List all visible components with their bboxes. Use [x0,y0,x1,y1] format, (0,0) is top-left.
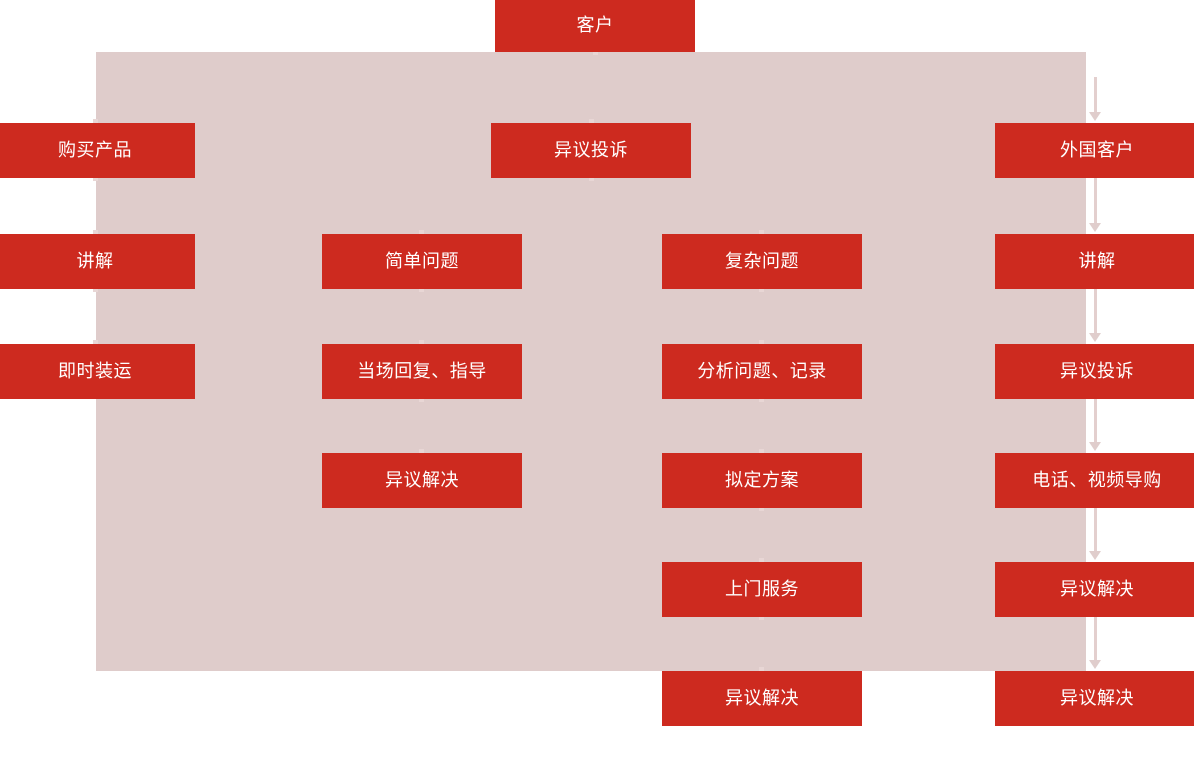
stub-draft-plan-top [759,449,764,454]
node-analyze-record[interactable]: 分析问题、记录 [662,344,862,399]
stub-objection-resolved-cr-top [759,667,764,672]
node-objection-resolved-center-right[interactable]: 异议解决 [662,671,862,726]
arrowhead-to-objection-resolved-r1 [1089,551,1101,560]
connector-to-objection-complaint-right [1094,289,1097,334]
node-objection-resolved-right-1[interactable]: 异议解决 [995,562,1194,617]
stub-complex-problem-bottom [759,287,764,292]
node-foreign-customer[interactable]: 外国客户 [995,123,1194,178]
stub-onsite-service-top [759,558,764,563]
stub-customer-bottom [593,50,598,55]
stub-onsite-service-bottom [759,615,764,620]
node-onsite-reply-guidance[interactable]: 当场回复、指导 [322,344,522,399]
connector-to-phone-video-shopping [1094,399,1097,443]
stub-buy-product-top [93,119,98,124]
arrowhead-to-objection-complaint-right [1089,333,1101,342]
stub-explain-left-top [93,230,98,235]
stub-explain-left-bottom [93,287,98,292]
stub-analyze-record-bottom [759,397,764,402]
node-objection-resolved-center-left[interactable]: 异议解决 [322,453,522,508]
node-complex-problem[interactable]: 复杂问题 [662,234,862,289]
connector-to-objection-resolved-r2 [1094,617,1097,661]
node-draft-plan[interactable]: 拟定方案 [662,453,862,508]
node-explain-left[interactable]: 讲解 [0,234,195,289]
stub-onsite-reply-bottom [419,397,424,402]
arrowhead-to-objection-resolved-r2 [1089,660,1101,669]
node-buy-product[interactable]: 购买产品 [0,123,195,178]
stub-simple-problem-top [419,230,424,235]
stub-buy-product-bottom [93,176,98,181]
connector-to-objection-resolved-r1 [1094,508,1097,552]
node-explain-right[interactable]: 讲解 [995,234,1194,289]
node-instant-shipping[interactable]: 即时装运 [0,344,195,399]
node-phone-video-shopping[interactable]: 电话、视频导购 [995,453,1194,508]
connector-to-foreign-customer [1094,77,1097,113]
node-onsite-service[interactable]: 上门服务 [662,562,862,617]
node-objection-complaint-right[interactable]: 异议投诉 [995,344,1194,399]
stub-instant-shipping-top [93,340,98,345]
stub-simple-problem-bottom [419,287,424,292]
stub-draft-plan-bottom [759,506,764,511]
stub-analyze-record-top [759,340,764,345]
connector-to-explain-right [1094,178,1097,224]
node-objection-complaint[interactable]: 异议投诉 [491,123,691,178]
arrowhead-to-explain-right [1089,223,1101,232]
node-objection-resolved-right-2[interactable]: 异议解决 [995,671,1194,726]
stub-complex-problem-top [759,230,764,235]
node-simple-problem[interactable]: 简单问题 [322,234,522,289]
stub-objection-complaint-bottom [589,176,594,181]
stub-objection-complaint-top [589,119,594,124]
arrowhead-to-phone-video-shopping [1089,442,1101,451]
node-customer[interactable]: 客户 [495,0,695,52]
stub-objection-resolved-cl-top [419,449,424,454]
stub-onsite-reply-top [419,340,424,345]
arrowhead-to-foreign-customer [1089,112,1101,121]
